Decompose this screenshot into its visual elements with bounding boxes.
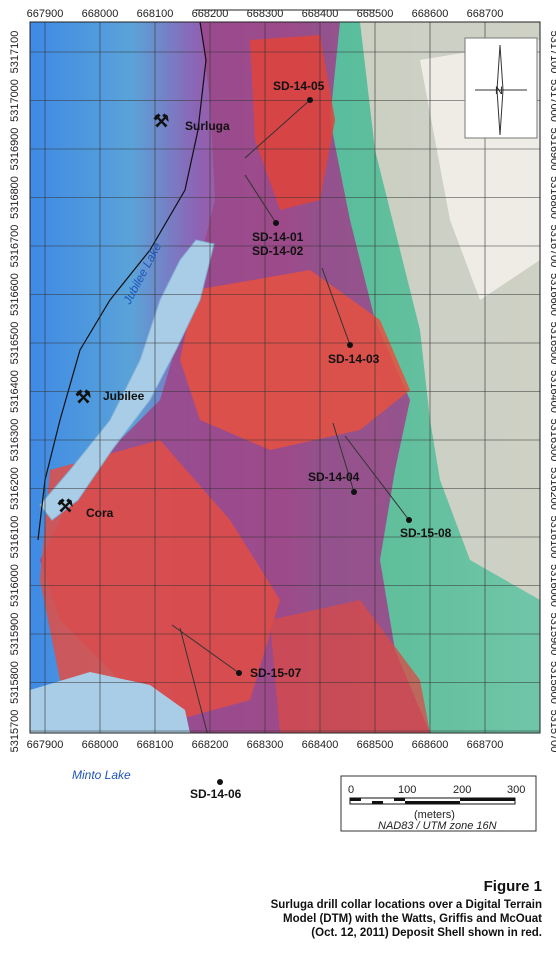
easting-tick-label: 668300 [247, 8, 284, 20]
northing-tick-label: 5316500 [9, 322, 21, 365]
easting-tick-label: 668100 [137, 8, 174, 20]
road-line [37, 22, 207, 541]
svg-text:100: 100 [398, 784, 416, 796]
northing-tick-label: 5316000 [548, 564, 556, 607]
easting-tick-label: 668500 [357, 739, 394, 751]
scale-bar: 0 100 200 300 (meters) NAD83 / UTM zone … [340, 775, 537, 832]
northing-tick-label: 5316600 [548, 273, 556, 316]
northing-tick-label: 5315800 [9, 661, 21, 704]
northing-tick-label: 5316600 [9, 273, 21, 316]
jubilee-lake [39, 239, 215, 521]
easting-tick-label: 668200 [192, 739, 229, 751]
northing-ticks-right: 5317100 5317000 5316900 5316800 5316700 53166… [548, 31, 556, 753]
easting-tick-label: 668600 [412, 739, 449, 751]
mine-pick-hammer-icon: ⚒ [57, 496, 73, 516]
drill-hole-label: SD-14-01 [252, 230, 304, 244]
place-cora: ⚒ Cora [57, 496, 114, 520]
easting-tick-label: 668700 [467, 739, 504, 751]
drill-hole-label: SD-14-03 [328, 352, 380, 366]
northing-tick-label: 5315900 [548, 613, 556, 656]
northing-tick-label: 5316700 [9, 225, 21, 268]
svg-text:200: 200 [453, 784, 471, 796]
terrain-map: 667900 668000 668100 668200 668300 668400 6685… [9, 8, 556, 832]
svg-text:(meters): (meters) [414, 809, 455, 821]
easting-tick-label: 668300 [247, 739, 284, 751]
easting-tick-label: 668500 [357, 8, 394, 20]
drill-hole-label: SD-14-02 [252, 244, 304, 258]
drill-hole-label: SD-15-08 [400, 526, 452, 540]
northing-tick-label: 5316400 [548, 370, 556, 413]
svg-text:0: 0 [348, 784, 354, 796]
svg-text:NAD83 / UTM zone 16N: NAD83 / UTM zone 16N [378, 820, 497, 832]
northing-tick-label: 5317000 [9, 79, 21, 122]
easting-ticks-top: 667900 668000 668100 668200 668300 668400 6685… [27, 8, 504, 20]
northing-tick-label: 5315700 [548, 710, 556, 753]
easting-tick-label: 668700 [467, 8, 504, 20]
northing-tick-label: 5316800 [9, 176, 21, 219]
easting-tick-label: 667900 [27, 8, 64, 20]
place-surluga: ⚒ Surluga [153, 111, 230, 133]
easting-tick-label: 667900 [27, 739, 64, 751]
drill-holes: SD-14-05 SD-14-01 SD-14-02 SD-14-03 SD-1… [190, 79, 452, 801]
caption-line: Model (DTM) with the Watts, Griffis and … [283, 913, 542, 925]
northing-tick-label: 5317100 [548, 31, 556, 74]
drill-traces [171, 99, 410, 733]
northing-tick-label: 5316100 [548, 516, 556, 559]
utm-grid [30, 22, 540, 733]
drill-hole-label: SD-14-04 [308, 470, 360, 484]
drill-hole-label: SD-14-06 [190, 787, 242, 801]
easting-tick-label: 668100 [137, 739, 174, 751]
figure-caption: Figure 1 Surluga drill collar locations … [22, 878, 542, 940]
northing-tick-label: 5316400 [9, 370, 21, 413]
northing-tick-label: 5316100 [9, 516, 21, 559]
northing-ticks-left: 5317100 5317000 5316900 5316800 5316700 53166… [9, 31, 21, 753]
northing-tick-label: 5316300 [548, 419, 556, 462]
easting-tick-label: 668200 [192, 8, 229, 20]
svg-text:Jubilee: Jubilee [103, 389, 145, 403]
northing-tick-label: 5316300 [9, 419, 21, 462]
minto-lake-body [30, 672, 190, 733]
northing-tick-label: 5316200 [548, 467, 556, 510]
deposit-shell-north [250, 35, 335, 210]
mine-pick-hammer-icon: ⚒ [153, 111, 169, 131]
northing-tick-label: 5316900 [548, 128, 556, 171]
svg-text:300: 300 [507, 784, 525, 796]
north-arrow: N [464, 37, 538, 139]
caption-line: (Oct. 12, 2011) Deposit Shell shown in r… [311, 927, 542, 939]
northing-tick-label: 5316700 [548, 225, 556, 268]
northing-tick-label: 5316000 [9, 564, 21, 607]
deposit-shell-central [180, 270, 410, 450]
north-arrow-label: N [495, 85, 503, 97]
svg-text:Cora: Cora [86, 506, 114, 520]
map-figure: 667900 668000 668100 668200 668300 668400 6685… [9, 8, 556, 832]
figure-title: Figure 1 [483, 878, 542, 895]
easting-ticks-bottom: 667900 668000 668100 668200 668300 668400 6685… [27, 739, 504, 751]
map-border [29, 21, 541, 734]
mine-pick-hammer-icon: ⚒ [75, 387, 91, 407]
place-jubilee: ⚒ Jubilee [75, 387, 145, 407]
northing-tick-label: 5315700 [9, 710, 21, 753]
northing-tick-label: 5317000 [548, 79, 556, 122]
northing-tick-label: 5315900 [9, 613, 21, 656]
svg-text:Surluga: Surluga [185, 119, 230, 133]
northing-tick-label: 5317100 [9, 31, 21, 74]
lake-label-minto: Minto Lake [72, 768, 131, 782]
caption-line: Surluga drill collar locations over a Di… [270, 899, 542, 911]
drill-hole-label: SD-15-07 [250, 666, 302, 680]
easting-tick-label: 668000 [82, 739, 119, 751]
northing-tick-label: 5316900 [9, 128, 21, 171]
easting-tick-label: 668600 [412, 8, 449, 20]
northing-tick-label: 5316500 [548, 322, 556, 365]
deposit-shell-southeast [270, 600, 430, 733]
easting-tick-label: 668000 [82, 8, 119, 20]
northing-tick-label: 5316800 [548, 176, 556, 219]
easting-tick-label: 668400 [302, 739, 339, 751]
northing-tick-label: 5316200 [9, 467, 21, 510]
northing-tick-label: 5315800 [548, 661, 556, 704]
easting-tick-label: 668400 [302, 8, 339, 20]
drill-hole-label: SD-14-05 [273, 79, 325, 93]
